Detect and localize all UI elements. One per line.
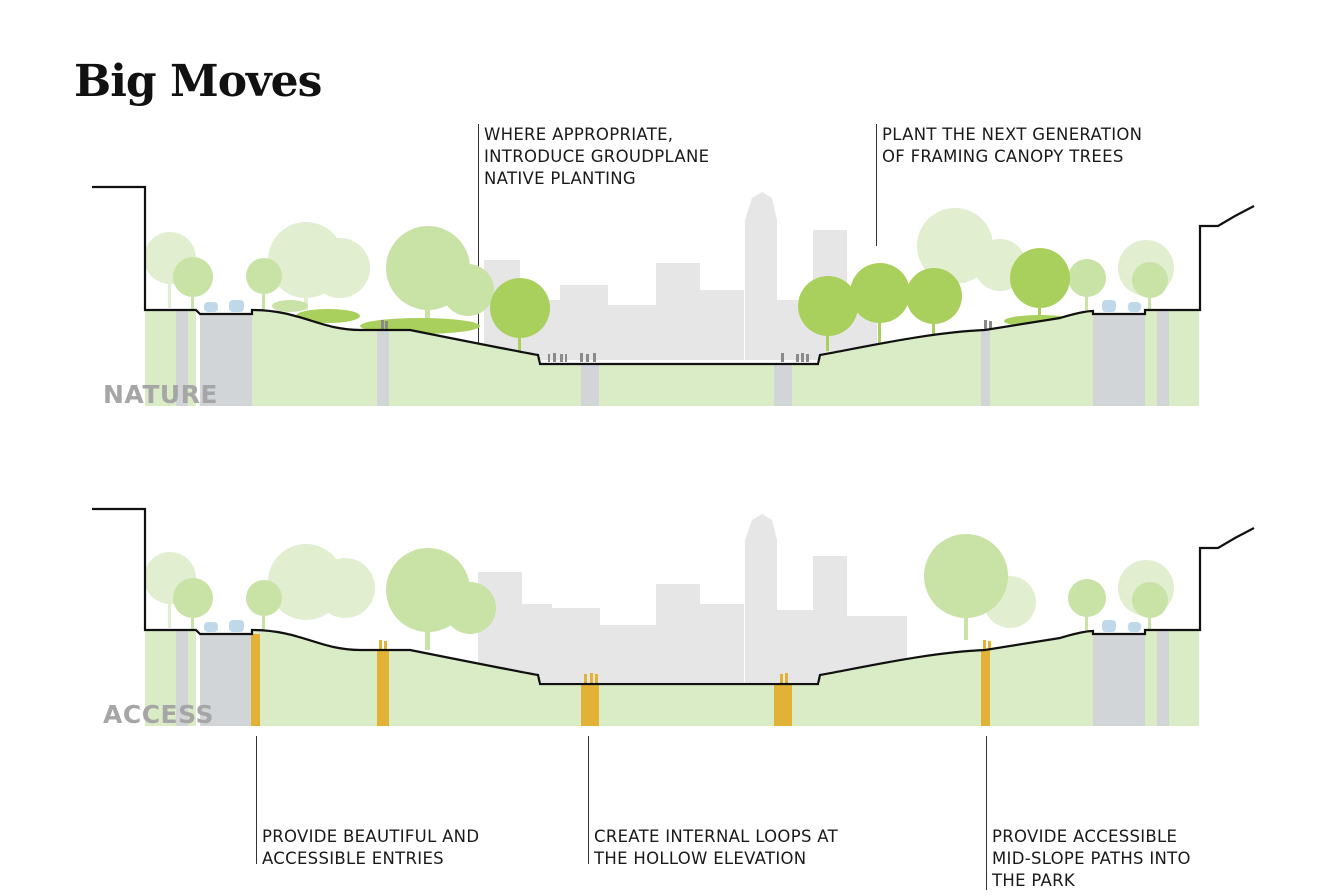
callout-line: PROVIDE BEAUTIFUL AND bbox=[262, 827, 480, 846]
access-cross-section bbox=[92, 507, 1255, 726]
section-access: ACCESS bbox=[0, 500, 1344, 820]
canopy-trees bbox=[296, 248, 1076, 351]
callout-groundplane: WHERE APPROPRIATE, INTRODUCE GROUDPLANE … bbox=[484, 124, 709, 190]
callout-midslope: PROVIDE ACCESSIBLE MID-SLOPE PATHS INTO … bbox=[992, 826, 1191, 892]
callout-line: THE HOLLOW ELEVATION bbox=[594, 849, 807, 868]
park-ground bbox=[252, 310, 1093, 406]
callout-line: INTRODUCE GROUDPLANE bbox=[484, 147, 710, 166]
ground-profile-line bbox=[92, 185, 1255, 366]
page-title: Big Moves bbox=[74, 56, 322, 107]
leader-loops bbox=[588, 736, 589, 864]
callout-line: THE PARK bbox=[992, 871, 1076, 890]
callout-line: OF FRAMING CANOPY TREES bbox=[882, 147, 1124, 166]
callout-line: WHERE APPROPRIATE, bbox=[484, 125, 674, 144]
skyline bbox=[484, 192, 877, 360]
skyline bbox=[478, 514, 907, 682]
roads bbox=[176, 630, 1169, 726]
cars bbox=[204, 620, 1141, 632]
paths bbox=[377, 330, 990, 406]
callout-line: MID-SLOPE PATHS INTO bbox=[992, 849, 1191, 868]
people bbox=[381, 320, 992, 362]
callout-entries: PROVIDE BEAUTIFUL AND ACCESSIBLE ENTRIES bbox=[262, 826, 479, 870]
leader-canopy bbox=[876, 124, 877, 246]
roads bbox=[176, 310, 1169, 406]
leader-entries bbox=[256, 736, 257, 864]
callout-line: NATIVE PLANTING bbox=[484, 169, 636, 188]
midtone-trees bbox=[173, 226, 1168, 330]
cars bbox=[204, 300, 1141, 312]
section-label-nature: NATURE bbox=[103, 380, 219, 409]
callout-line: PLANT THE NEXT GENERATION bbox=[882, 125, 1143, 144]
callout-canopy: PLANT THE NEXT GENERATION OF FRAMING CAN… bbox=[882, 124, 1142, 168]
access-paths bbox=[251, 634, 991, 726]
section-nature: NATURE bbox=[0, 180, 1344, 500]
leader-midslope bbox=[986, 736, 987, 890]
nature-cross-section bbox=[92, 185, 1255, 406]
callout-line: CREATE INTERNAL LOOPS AT bbox=[594, 827, 838, 846]
callout-loops: CREATE INTERNAL LOOPS AT THE HOLLOW ELEV… bbox=[594, 826, 838, 870]
park-ground bbox=[252, 630, 1093, 726]
midtone-trees bbox=[173, 534, 1168, 650]
ground-profile-line bbox=[92, 507, 1255, 686]
leader-groundplane bbox=[478, 124, 479, 346]
background-trees bbox=[144, 208, 1174, 310]
callout-line: ACCESSIBLE ENTRIES bbox=[262, 849, 444, 868]
callout-line: PROVIDE ACCESSIBLE bbox=[992, 827, 1178, 846]
section-label-access: ACCESS bbox=[103, 700, 215, 729]
